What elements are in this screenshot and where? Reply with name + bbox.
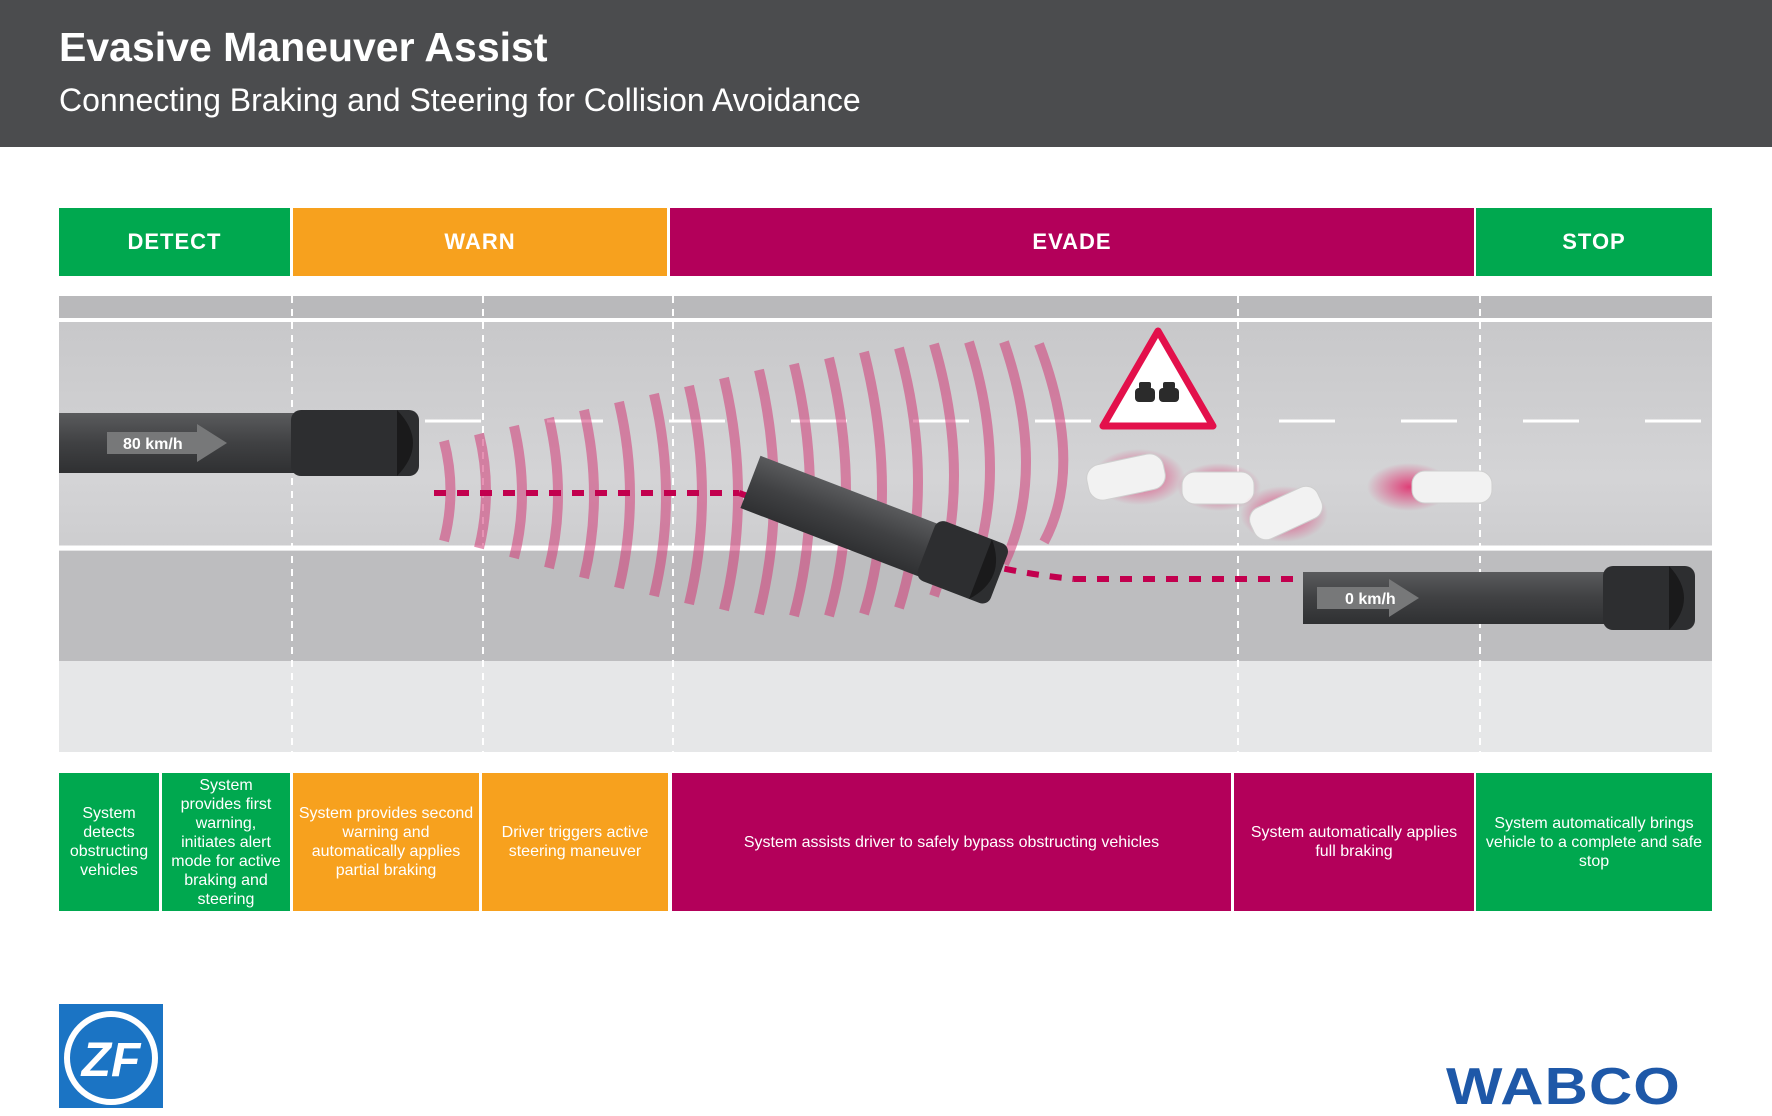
vehicle-evading [740,455,1009,604]
page-title: Evasive Maneuver Assist [59,24,548,70]
road-top-strip [59,296,1712,318]
step-assist-bypass: System assists driver to safely bypass o… [672,773,1231,911]
phase-detect: DETECT [59,208,290,276]
speed-end-label: 0 km/h [1345,591,1396,608]
phase-stop: STOP [1476,208,1712,276]
step-first-warning: System provides first warning, initiates… [162,773,290,911]
phase-warn: WARN [293,208,667,276]
vehicle-start: 80 km/h [59,410,419,476]
road-scene: 80 km/h 0 km/h [59,296,1712,752]
speed-start-label: 80 km/h [123,436,183,453]
step-detect-vehicles: System detects obstructing vehicles [59,773,159,911]
zf-logo: ZF [59,1004,163,1108]
svg-text:ZF: ZF [80,1034,142,1087]
page-subtitle: Connecting Braking and Steering for Coll… [59,82,861,118]
vehicle-stopped: 0 km/h [1303,566,1695,630]
road-shoulder [59,661,1712,752]
step-full-braking: System automatically applies full brakin… [1234,773,1474,911]
collision-warning-triangle-icon [1099,327,1217,430]
step-safe-stop: System automatically brings vehicle to a… [1476,773,1712,911]
step-driver-steering: Driver triggers active steering maneuver [482,773,668,911]
phase-evade: EVADE [670,208,1474,276]
obstructing-vehicles [1086,449,1493,542]
wabco-logo: WABCO [1446,1058,1681,1116]
step-second-warning: System provides second warning and autom… [293,773,479,911]
header-banner: Evasive Maneuver Assist Connecting Braki… [0,0,1772,147]
